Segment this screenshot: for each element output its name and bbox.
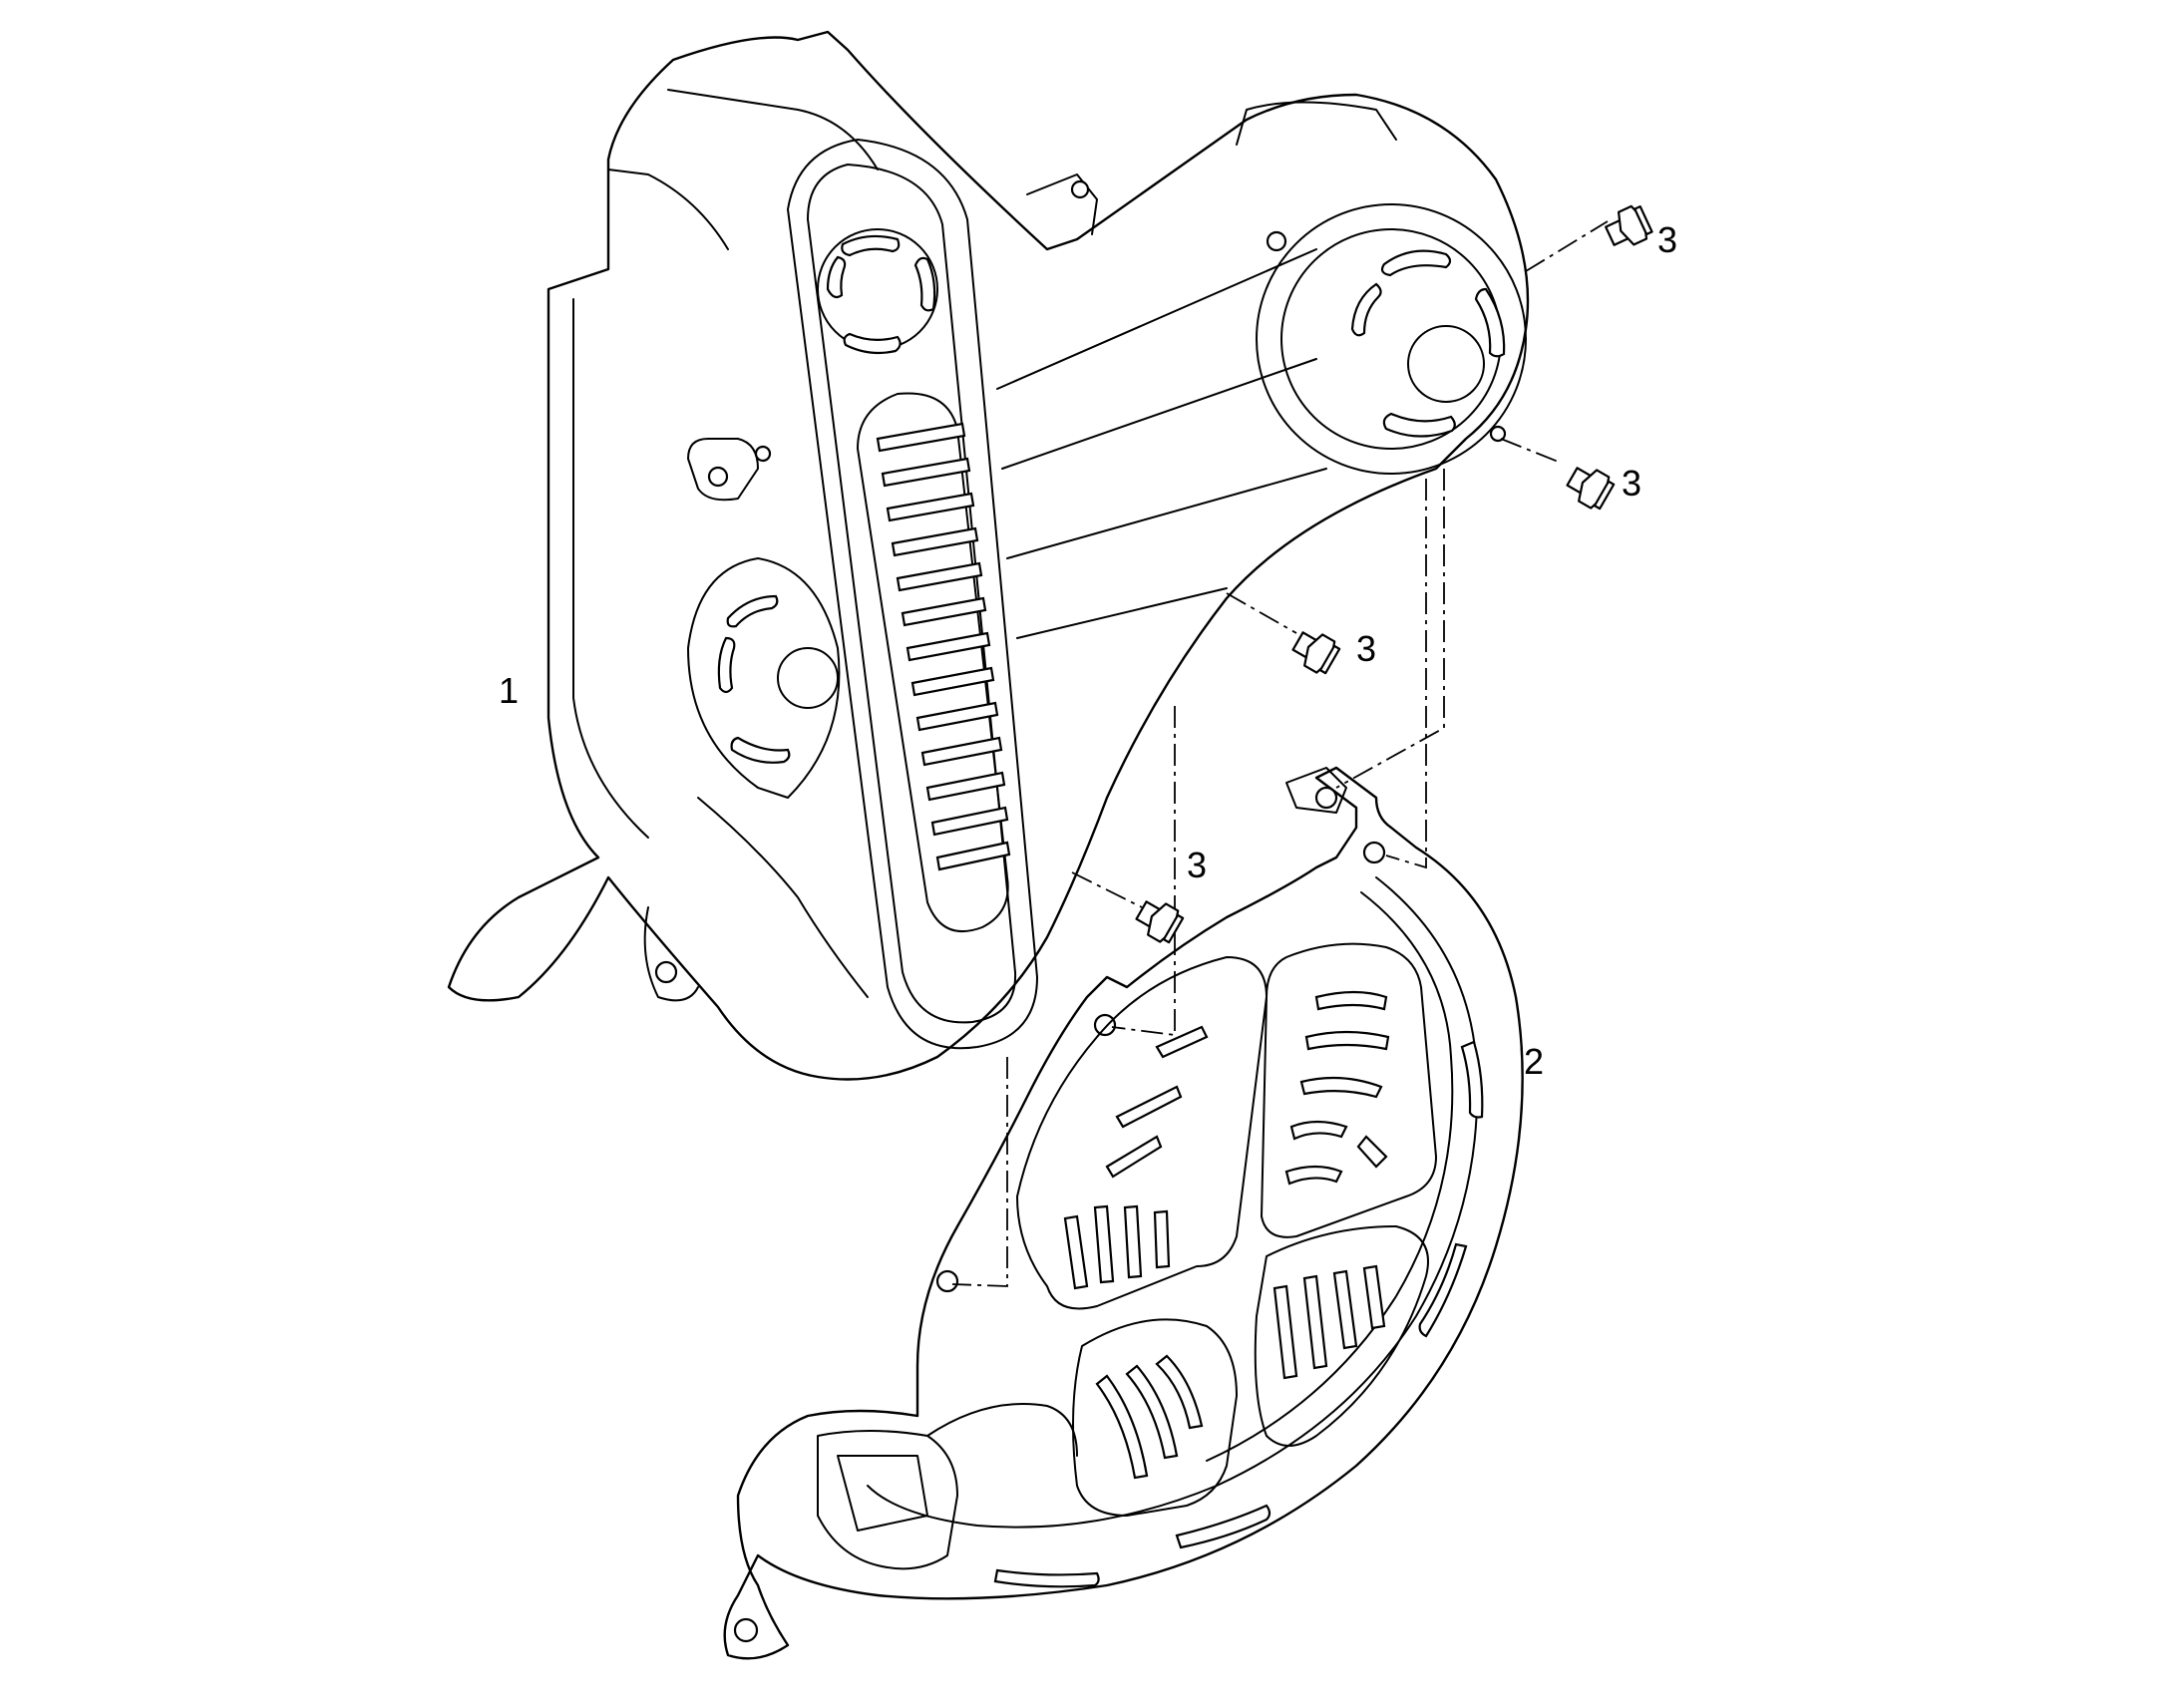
assembly-leader-lines: [951, 220, 1609, 1287]
lower-cover: [723, 766, 1524, 1660]
callout-1: 1: [499, 670, 519, 711]
callout-2: 2: [1524, 1041, 1544, 1082]
callout-3-lower-left: 3: [1187, 845, 1207, 885]
callout-3-top-right: 3: [1657, 219, 1677, 260]
callout-3-middle: 3: [1356, 628, 1376, 669]
bolt-top-right: [1605, 204, 1653, 246]
bolt-middle: [1291, 631, 1341, 675]
callout-3-right: 3: [1622, 463, 1641, 504]
bolt-right: [1566, 467, 1616, 511]
bolt-lower-left: [1135, 900, 1185, 944]
belt-cover-upper: [447, 30, 1530, 1081]
grille-slats: [876, 422, 1011, 871]
